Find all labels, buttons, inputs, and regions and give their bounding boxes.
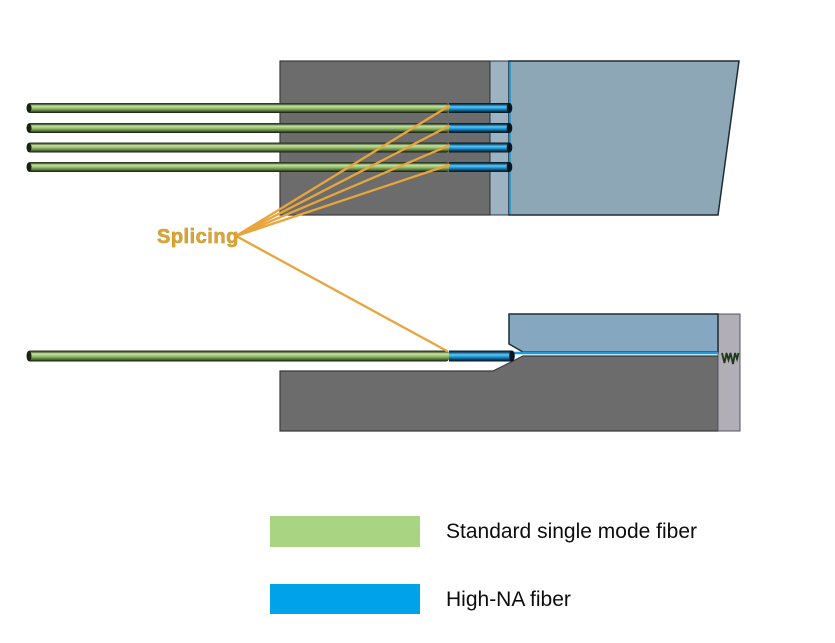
fiber-break-zigzag (721, 352, 740, 365)
standard-fiber-segment (27, 103, 449, 113)
standard-fiber-segment (27, 162, 449, 172)
high-na-fiber-segment (449, 162, 510, 172)
standard-fiber-segment (27, 350, 449, 362)
fiber-end-cap (506, 103, 513, 113)
bottom-end-face-strip (717, 313, 741, 432)
legend-swatch-high-na-fiber (270, 584, 420, 614)
fiber-left-cap (26, 123, 32, 133)
fiber-left-cap (26, 103, 32, 113)
splice-callout-line (234, 144, 451, 238)
high-na-fiber-segment (449, 350, 512, 362)
bottom-assembly (26, 313, 741, 432)
fiber-end-cap (506, 162, 513, 172)
top-end-strip (489, 60, 510, 216)
top-fiber-array (26, 103, 513, 172)
splicing-label: Splicing (157, 226, 239, 248)
high-na-fiber-segment (449, 142, 510, 153)
high-na-fiber-segment (449, 103, 510, 113)
top-assembly (26, 60, 740, 216)
legend-label-high-na-fiber: High-NA fiber (446, 588, 571, 611)
bottom-fiber (26, 350, 515, 362)
legend: Standard single mode fiber High-NA fiber (270, 516, 697, 614)
splice-callout-line (234, 104, 451, 238)
fiber-left-cap (26, 143, 32, 152)
standard-fiber-segment (27, 123, 449, 133)
fiber-end-cap (506, 123, 513, 133)
splice-callout-line (234, 124, 451, 238)
legend-swatch-standard-fiber (270, 516, 420, 547)
bottom-gray-block (279, 355, 719, 432)
splice-callout-line (234, 234, 449, 353)
top-steel-block (508, 60, 740, 216)
bottom-lid-block (508, 313, 719, 353)
splice-callout-lines (234, 104, 451, 353)
splice-callout-line (234, 163, 451, 238)
standard-fiber-segment (27, 142, 449, 153)
legend-label-standard-fiber: Standard single mode fiber (446, 520, 697, 543)
top-gray-block (279, 60, 491, 216)
high-na-fiber-segment (449, 123, 510, 133)
fiber-left-cap (26, 351, 32, 361)
fiber-left-cap (26, 162, 32, 172)
fiber-end-cap (506, 142, 513, 153)
fiber-end-cap (509, 350, 515, 362)
